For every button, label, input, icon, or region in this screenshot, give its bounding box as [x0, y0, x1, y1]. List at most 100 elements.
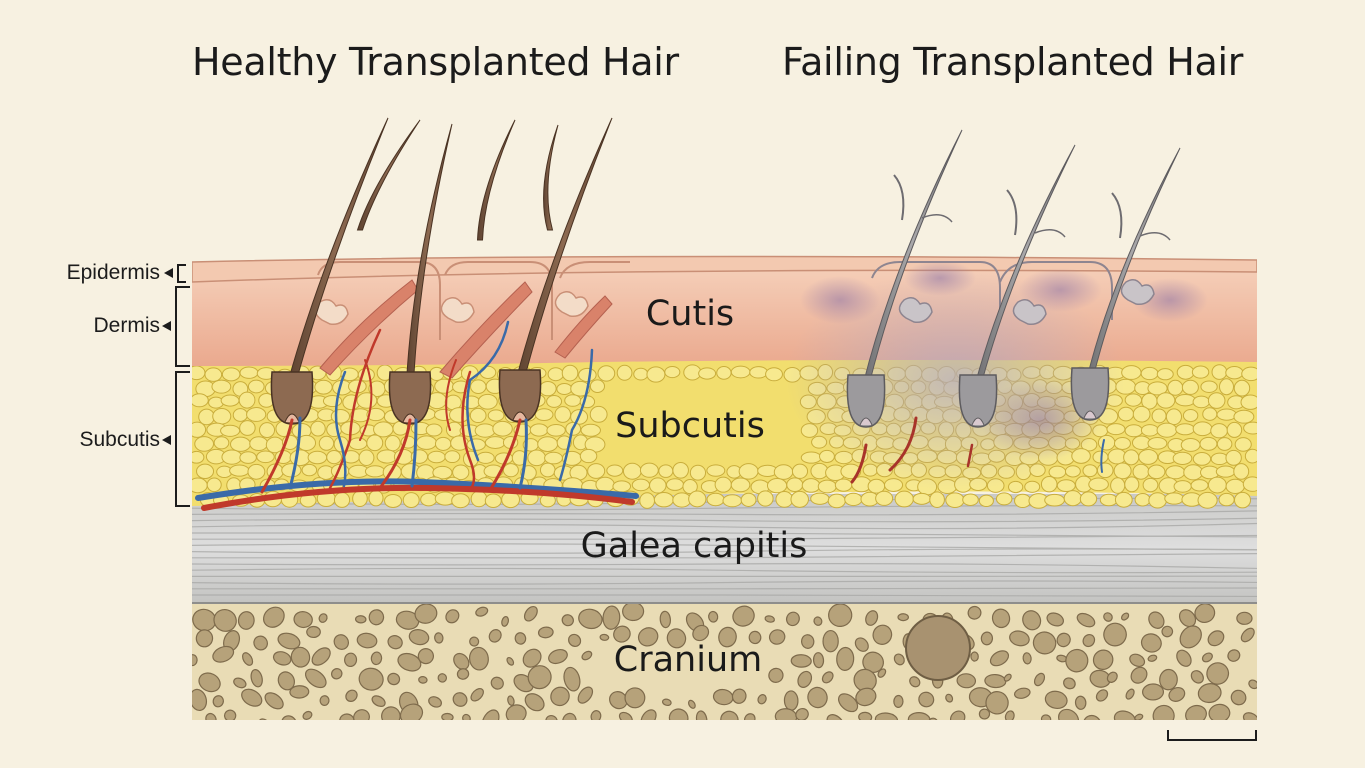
fat-cell — [995, 492, 1013, 506]
fat-cell — [402, 492, 420, 509]
bone-pore — [577, 686, 594, 704]
fat-cell — [484, 493, 502, 509]
artery-branch — [328, 328, 382, 490]
fat-cell — [1233, 463, 1250, 480]
bone-pore — [1207, 630, 1225, 647]
fat-cell — [1040, 475, 1058, 493]
fat-cell — [466, 438, 486, 451]
fat-cell — [220, 424, 241, 437]
bone-pore — [514, 632, 527, 645]
fat-cell — [307, 450, 328, 465]
bone-pore — [613, 625, 631, 643]
fat-cell — [1165, 408, 1183, 426]
fat-cell — [1096, 462, 1114, 479]
damaged-vessel — [966, 443, 974, 468]
fat-cell — [1176, 364, 1195, 380]
bone-pore — [418, 676, 428, 684]
fat-cell — [730, 365, 751, 379]
fat-cell — [564, 394, 582, 407]
bone-pore — [371, 695, 386, 708]
fat-cell — [326, 450, 342, 465]
vein-branch — [558, 348, 594, 482]
failing-hair-shaft — [1086, 147, 1181, 379]
bone-pore — [212, 645, 235, 663]
fat-cell — [698, 367, 717, 380]
bone-pore — [1240, 627, 1255, 643]
fat-cell — [1124, 424, 1144, 438]
bone-pore — [980, 631, 994, 646]
fat-cell — [1063, 490, 1082, 507]
fat-cell — [1123, 449, 1140, 466]
vein-branch — [410, 418, 418, 488]
fat-cell — [1181, 379, 1199, 395]
fat-cell — [1192, 395, 1211, 409]
bone-pore — [590, 710, 602, 720]
bone-pore — [212, 695, 224, 708]
bone-pore — [874, 712, 899, 720]
fat-cell — [366, 434, 384, 452]
bone-pore — [523, 605, 538, 622]
bone-pore — [909, 676, 921, 688]
bone-pore — [757, 694, 767, 705]
artery-main — [201, 484, 635, 511]
bone-pore — [855, 687, 877, 707]
dermis-bracket — [175, 286, 190, 367]
split-hair-strand — [921, 214, 953, 223]
bone-pore — [304, 668, 327, 689]
fat-cell — [817, 479, 837, 494]
bone-pore — [344, 652, 358, 668]
bone-pore — [417, 648, 434, 665]
fat-cell — [1225, 478, 1245, 494]
fat-cell — [452, 464, 470, 481]
bone-pore — [1242, 712, 1257, 720]
fat-cell — [1180, 438, 1201, 452]
bone-pore — [949, 710, 966, 720]
fat-cell — [649, 477, 667, 494]
bone-pore — [978, 708, 991, 720]
bone-pore — [1076, 612, 1096, 628]
bone-pore — [445, 609, 460, 624]
bone-pore — [333, 634, 350, 650]
bone-pore — [893, 653, 905, 666]
fat-cell — [1197, 491, 1218, 509]
fat-cell — [1079, 491, 1098, 507]
artery-branch — [378, 418, 412, 490]
fat-cell — [1192, 421, 1213, 437]
fat-cell — [1202, 407, 1218, 421]
sebaceous-gland — [898, 297, 933, 324]
follicle-sheath — [999, 261, 1113, 320]
fat-cell — [1110, 477, 1126, 494]
bone-pore — [1140, 633, 1162, 653]
subcutis-side-label: Subcutis — [79, 428, 160, 451]
bone-pore — [708, 610, 719, 623]
fat-cell — [561, 364, 579, 382]
fat-cell — [356, 392, 378, 409]
fat-cell — [376, 449, 398, 464]
dermal-papilla — [1083, 410, 1097, 419]
fat-cell — [1097, 434, 1116, 451]
bone-pore — [602, 605, 621, 630]
bone-pore — [1022, 610, 1042, 631]
dermal-papilla — [971, 417, 985, 426]
fat-cell — [1138, 448, 1159, 465]
fat-cell — [206, 477, 222, 493]
fat-cell — [1192, 452, 1212, 466]
fat-cell — [579, 448, 598, 464]
fat-cell — [204, 367, 223, 382]
fat-cell — [556, 382, 573, 395]
fat-cell — [547, 367, 564, 382]
fat-cell — [664, 365, 681, 379]
bone-pore — [370, 651, 383, 666]
bone-pore — [1206, 662, 1230, 685]
fat-cell — [554, 406, 572, 423]
bone-pore — [877, 668, 887, 678]
fat-cell — [1226, 421, 1243, 438]
galea-fiber — [192, 534, 1257, 541]
follicle-sheath — [559, 261, 630, 279]
bone-pore — [1134, 713, 1144, 720]
fat-cell — [1191, 365, 1210, 379]
vein-branch — [518, 418, 528, 490]
fat-cell — [1024, 480, 1041, 493]
bone-pore — [462, 713, 471, 720]
bone-pore — [381, 706, 401, 720]
